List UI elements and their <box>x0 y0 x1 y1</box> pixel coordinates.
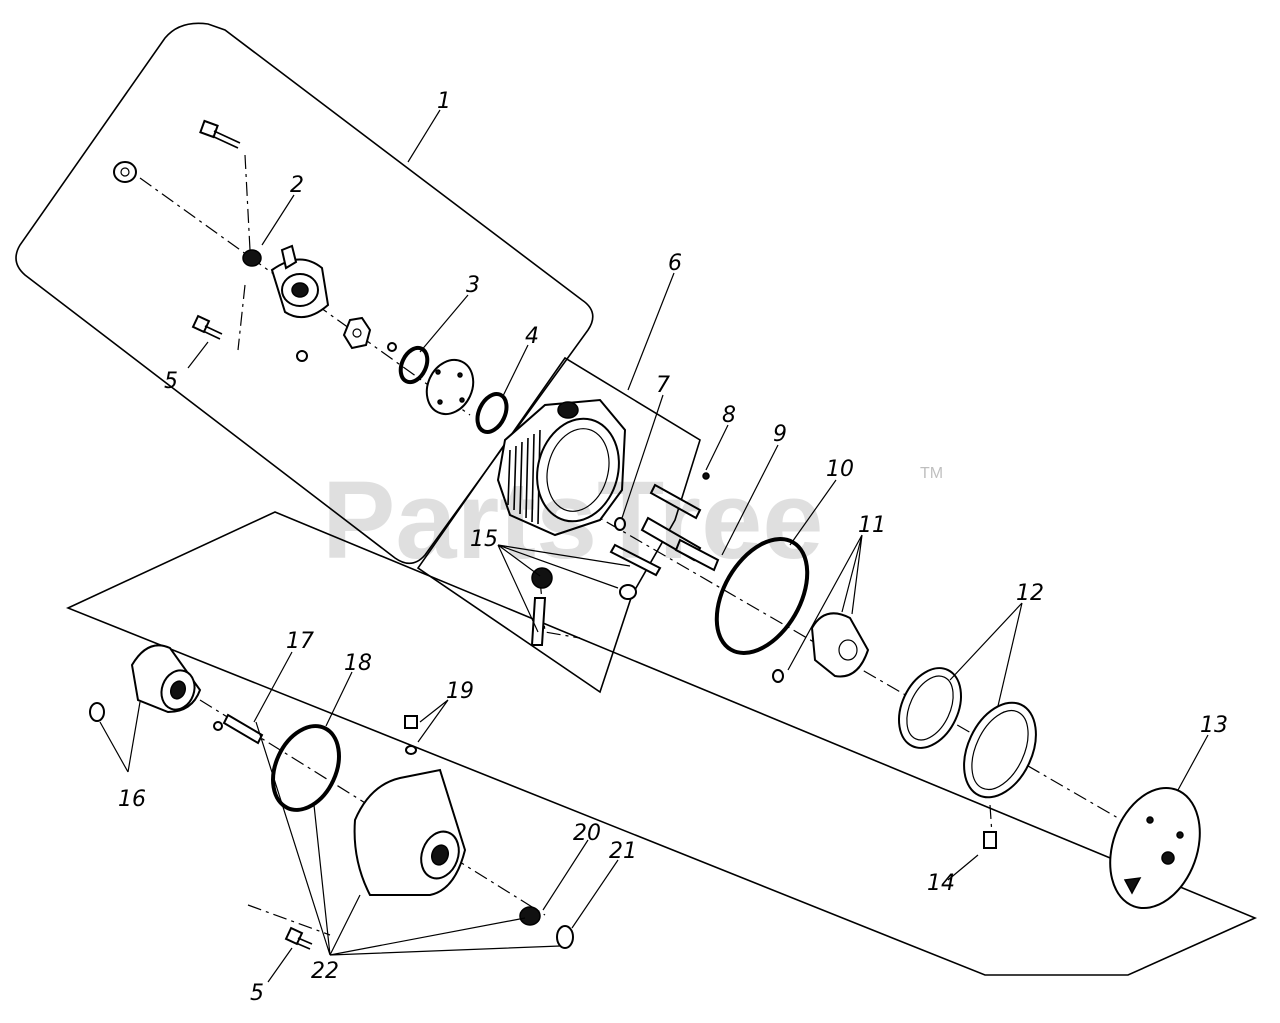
callout-3: 3 <box>466 273 480 298</box>
callout-4: 4 <box>525 324 539 349</box>
gasket-part-18 <box>271 724 341 812</box>
callout-5-upper: 5 <box>164 369 178 394</box>
plug-part-19 <box>404 715 418 755</box>
callout-10: 10 <box>826 457 854 482</box>
group-outline-lower-assembly <box>65 511 1258 976</box>
callout-1: 1 <box>437 89 451 114</box>
callout-8: 8 <box>722 403 736 428</box>
o-ring-part-4 <box>475 392 509 434</box>
shaft-part-8 <box>649 472 710 520</box>
callout-21: 21 <box>609 839 637 864</box>
small-ring-part <box>387 342 397 352</box>
callout-5-lower: 5 <box>250 981 264 1006</box>
leader-lines <box>99 109 1209 983</box>
callout-18: 18 <box>344 651 372 676</box>
callout-16: 16 <box>118 787 146 812</box>
callout-2: 2 <box>290 173 304 198</box>
bolt-part-5-lower <box>284 926 313 950</box>
axis-line-upper <box>139 177 471 416</box>
watermark-trademark: TM <box>920 465 943 482</box>
callout-20: 20 <box>573 821 601 846</box>
axis-line-15 <box>539 579 581 639</box>
axis-line-14 <box>989 804 993 836</box>
axis-line-vert <box>244 154 251 251</box>
o-ring-part-3 <box>398 345 430 385</box>
callout-6: 6 <box>668 251 682 276</box>
axis-line-vert2 <box>237 284 246 351</box>
callout-19: 19 <box>446 679 474 704</box>
callout-17: 17 <box>286 629 314 654</box>
wear-plate-part <box>425 358 475 416</box>
bolt-part-top <box>199 119 241 149</box>
ring-part-21 <box>556 925 574 949</box>
housing-part-6 <box>496 398 627 537</box>
callout-9: 9 <box>773 422 787 447</box>
shaft-part-9 <box>640 516 720 572</box>
impeller-part <box>342 316 372 350</box>
coupler-part-11 <box>772 612 870 683</box>
group-outline-pump-cover <box>15 22 594 565</box>
bearing-housing-part-16 <box>130 644 202 714</box>
plug-part-14 <box>983 831 997 849</box>
callout-14: 14 <box>927 871 955 896</box>
shaft-part-17 <box>213 713 264 745</box>
bolt-part-5-upper <box>191 314 223 340</box>
pin-part <box>296 350 308 362</box>
o-ring-part-10 <box>714 537 810 655</box>
callout-15: 15 <box>470 527 498 552</box>
band-part-12 <box>898 667 1037 799</box>
ring-part-16 <box>89 702 105 722</box>
callout-13: 13 <box>1200 713 1228 738</box>
callout-7: 7 <box>656 373 670 398</box>
seal-part-2 <box>242 249 262 267</box>
washer-hole <box>120 167 130 177</box>
cover-part-22 <box>353 768 467 896</box>
callout-12: 12 <box>1016 581 1044 606</box>
callout-22: 22 <box>311 959 339 984</box>
pump-cover-part <box>270 244 330 319</box>
seal-part-20 <box>519 906 541 926</box>
pin-part-7 <box>614 517 626 531</box>
end-plate-part-13 <box>1109 786 1201 910</box>
washer-part <box>113 161 137 183</box>
watermark-text: PartsTree <box>322 459 823 582</box>
pin-set-part-15 <box>530 543 662 646</box>
callout-11: 11 <box>858 513 886 538</box>
